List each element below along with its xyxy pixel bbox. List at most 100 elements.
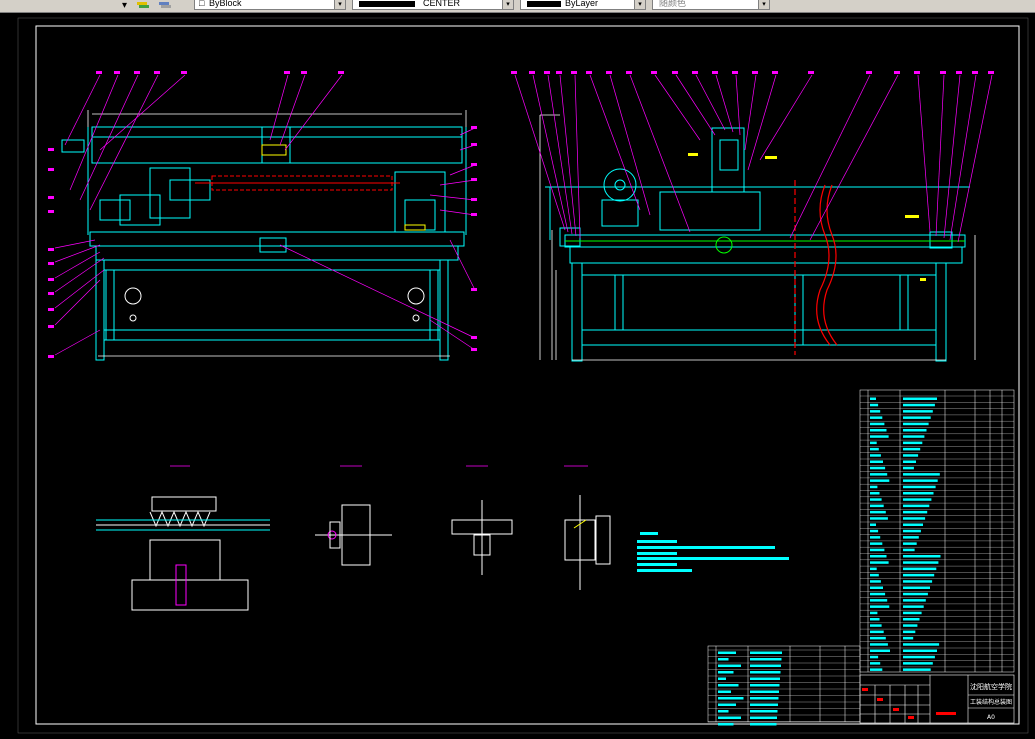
table-cell	[870, 410, 881, 413]
front-view-left-red	[195, 175, 400, 191]
table-cell	[903, 655, 935, 659]
balloon-marks-right	[511, 71, 994, 74]
table-cell	[870, 630, 884, 634]
table-cell	[718, 723, 734, 726]
leaders-left	[54, 74, 476, 356]
table-cell	[870, 485, 878, 489]
table-cell	[903, 542, 917, 545]
table-cell	[718, 710, 729, 713]
side-view-green	[565, 236, 965, 254]
table-cell	[750, 723, 777, 726]
table-cell	[870, 429, 887, 432]
table-cell	[750, 697, 779, 700]
plotstyle-control-combo[interactable]: 随颜色 ▾	[652, 0, 770, 10]
table-cell	[903, 548, 915, 552]
title-school: 沈阳航空学院	[970, 682, 1012, 691]
linetype-control-combo[interactable]: CENTER ▾	[352, 0, 514, 10]
table-cell	[903, 618, 920, 621]
table-cell	[870, 662, 881, 665]
table-cell	[903, 485, 936, 489]
lineweight-control-combo[interactable]: ByLayer ▾	[520, 0, 646, 10]
table-cell	[870, 517, 888, 520]
table-cell	[903, 454, 919, 457]
parts-list-rows	[860, 395, 1014, 671]
table-cell	[870, 586, 883, 589]
layer-previous-icon[interactable]	[158, 0, 172, 11]
layer-dropdown-arrow[interactable]: ▾	[122, 0, 128, 11]
detail-b	[315, 504, 392, 566]
table-cell	[750, 710, 778, 713]
table-cell	[903, 662, 933, 665]
title-drawing-name: 工装结构总装图	[970, 698, 1012, 706]
table-cell	[750, 703, 778, 706]
sheet-frame	[35, 25, 1020, 725]
detail-a	[96, 496, 270, 611]
table-cell	[718, 671, 734, 674]
table-cell	[903, 479, 938, 482]
table-cell	[903, 492, 934, 495]
chevron-down-icon[interactable]: ▾	[334, 0, 345, 9]
table-cell	[903, 403, 935, 407]
table-cell	[870, 460, 883, 463]
sheet-outer-frame	[17, 17, 1029, 734]
chevron-down-icon[interactable]: ▾	[502, 0, 513, 9]
chevron-down-icon[interactable]: ▾	[758, 0, 769, 9]
layer-states-icon[interactable]	[136, 0, 150, 11]
drawing-canvas[interactable]: 沈阳航空学院 工装结构总装图 A0	[0, 13, 1035, 739]
table-cell	[750, 716, 777, 719]
table-cell	[870, 655, 879, 659]
table-cell	[870, 466, 886, 470]
table-cell	[870, 567, 877, 571]
table-cell	[903, 580, 933, 583]
table-cell	[870, 592, 886, 596]
linetype-preview	[359, 1, 415, 7]
title-block-red-marks	[862, 688, 956, 719]
table-cell	[903, 586, 930, 589]
table-cell	[718, 664, 741, 667]
table-cell	[870, 510, 886, 514]
table-cell	[870, 618, 880, 621]
front-view-left-white	[87, 110, 467, 357]
table-cell	[870, 479, 890, 482]
table-cell	[903, 460, 916, 463]
table-cell	[718, 658, 729, 661]
table-cell	[718, 677, 726, 680]
table-cell	[903, 429, 927, 432]
front-view-left	[61, 126, 467, 361]
table-cell	[903, 447, 921, 451]
table-cell	[903, 435, 925, 438]
parts-list	[859, 389, 1015, 673]
table-cell	[903, 397, 937, 400]
table-cell	[870, 492, 880, 495]
table-cell	[718, 703, 736, 706]
table-cell	[903, 611, 922, 615]
detail-c	[451, 500, 513, 575]
table-cell	[903, 523, 923, 526]
table-cell	[903, 498, 932, 501]
color-control-value: ByBlock	[209, 0, 242, 8]
table-cell	[718, 697, 744, 700]
table-cell	[870, 561, 889, 564]
table-cell	[870, 624, 882, 627]
table-cell	[870, 668, 883, 671]
table-cell	[903, 536, 919, 539]
table-cell	[870, 649, 890, 652]
cad-drawing: 沈阳航空学院 工装结构总装图 A0	[17, 17, 1029, 734]
lineweight-preview	[527, 1, 561, 7]
detail-a-cyan	[96, 519, 270, 531]
table-cell	[903, 599, 926, 602]
leaders-right	[514, 74, 993, 243]
table-cell	[870, 454, 881, 457]
table-cell	[903, 636, 914, 640]
table-cell	[903, 529, 921, 533]
table-cell	[870, 435, 889, 438]
color-swatch-icon: □	[199, 0, 205, 8]
table-cell	[750, 664, 781, 667]
table-cell	[750, 684, 780, 687]
table-cell	[718, 684, 739, 687]
table-cell	[718, 716, 741, 719]
table-cell	[903, 510, 928, 514]
linetype-control-value: CENTER	[423, 0, 461, 8]
chevron-down-icon[interactable]: ▾	[634, 0, 645, 9]
color-control-combo[interactable]: □ ByBlock ▾	[194, 0, 346, 10]
